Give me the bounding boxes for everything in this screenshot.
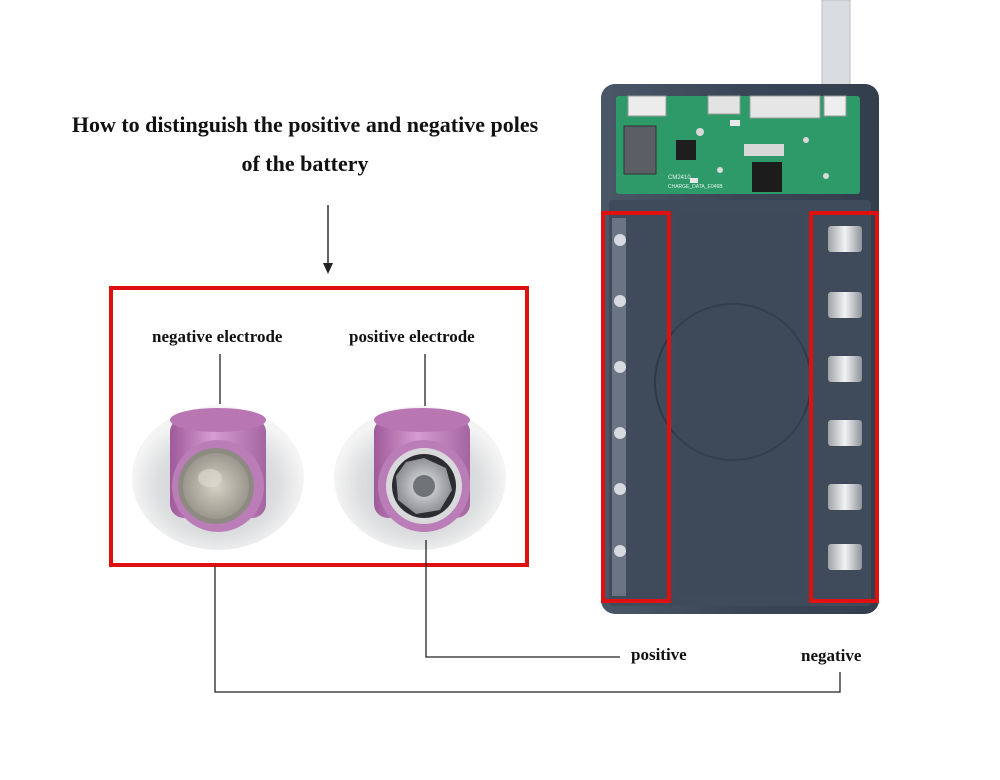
negative-electrode-label: negative electrode: [152, 327, 282, 347]
negative-cell-image: [132, 406, 304, 550]
title-pointer-arrow: [323, 205, 333, 274]
pcb-board: [616, 96, 860, 194]
positive-contacts: [612, 218, 626, 596]
positive-cell-image: [334, 406, 506, 550]
negative-terminal-label: negative: [801, 646, 861, 666]
pcb-sub-label: CHARGE_DATA_E046B: [668, 184, 723, 190]
positive-terminal-label: positive: [631, 645, 687, 665]
pcb-chip-label: CM2410: [668, 175, 691, 181]
positive-connector-line: [426, 540, 620, 657]
positive-electrode-label: positive electrode: [349, 327, 475, 347]
